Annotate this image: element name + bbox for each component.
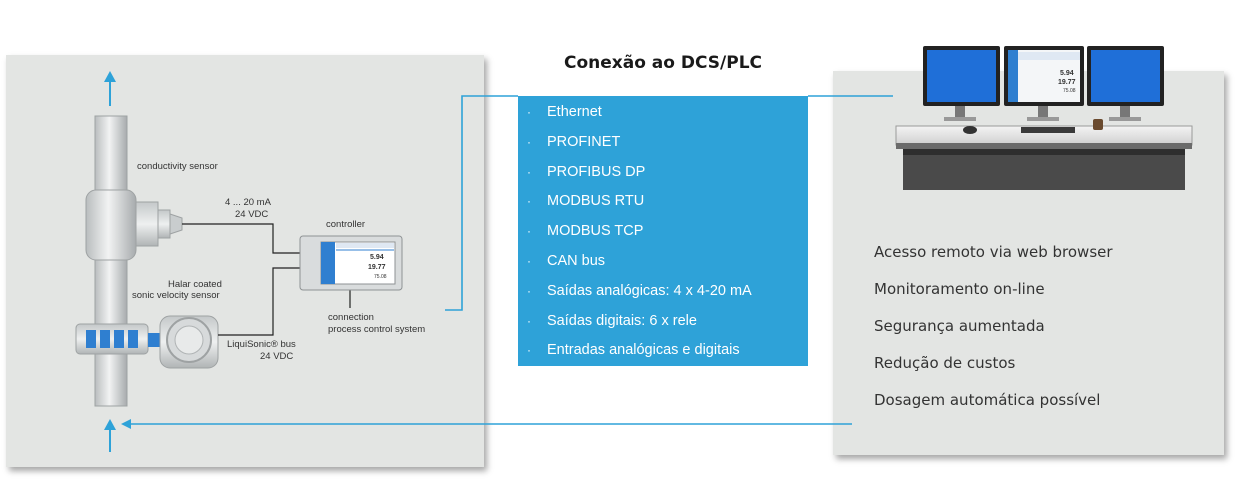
protocol-label: Ethernet <box>547 104 602 120</box>
controller-reading-2: 19.77 <box>368 264 386 271</box>
liquisonic-bus-label: LiquiSonic® bus <box>227 339 296 350</box>
benefit-item: Acesso remoto via web browser <box>874 243 1113 261</box>
protocol-box: · Ethernet · PROFINET · PROFIBUS DP · MODBUS RT… <box>518 96 808 366</box>
protocol-item: · Ethernet <box>518 101 808 123</box>
protocol-label: CAN bus <box>547 253 606 269</box>
bullet-icon: · <box>527 254 531 268</box>
monitor-reading-1: 5.94 <box>1060 70 1074 77</box>
protocol-item: · Saídas analógicas: 4 x 4-20 mA <box>518 280 808 302</box>
arrow-up-icon <box>104 419 116 452</box>
benefit-item: Dosagem automática possível <box>874 391 1101 409</box>
protocol-item: · Entradas analógicas e digitais <box>518 339 808 361</box>
bullet-icon: · <box>527 343 531 358</box>
bullet-icon: · <box>527 105 531 119</box>
controller-device-icon <box>299 235 403 291</box>
protocol-item: · PROFIBUS DP <box>518 161 808 183</box>
controller-label: controller <box>326 219 366 230</box>
arrow-left-icon <box>121 419 852 429</box>
protocol-item: · Saídas digitais: 6 x rele <box>518 310 808 332</box>
connection-label-line2: process control system <box>328 324 426 335</box>
protocol-item: · MODBUS RTU <box>518 190 808 212</box>
benefit-item: Redução de custos <box>874 354 1016 372</box>
protocol-label: Saídas digitais: 6 x rele <box>547 312 697 329</box>
protocol-item: · MODBUS TCP <box>518 220 808 242</box>
protocol-label: Entradas analógicas e digitais <box>547 342 740 359</box>
bullet-icon: · <box>527 164 531 179</box>
monitor-reading-3: 75.08 <box>1063 88 1076 94</box>
bullet-icon: · <box>527 283 531 298</box>
process-diagram-panel <box>6 55 484 467</box>
controller-reading-3: 75.08 <box>374 274 387 280</box>
bullet-icon: · <box>527 194 531 209</box>
protocol-item: · PROFINET <box>518 131 808 153</box>
pipe-icon <box>94 115 128 407</box>
arrow-up-icon <box>104 71 116 106</box>
protocol-label: Saídas analógicas: 4 x 4-20 mA <box>547 282 752 299</box>
conductivity-sensor-icon <box>85 189 183 261</box>
bullet-icon: · <box>527 134 531 149</box>
sonic-velocity-sensor-icon <box>75 315 219 369</box>
protocol-label: PROFIBUS DP <box>547 163 646 180</box>
bullet-icon: · <box>527 313 531 328</box>
protocol-item: · CAN bus <box>518 250 808 272</box>
current-range-label: 4 ... 20 mA <box>225 197 271 208</box>
benefit-item: Segurança aumentada <box>874 317 1045 335</box>
supply-bottom-label: 24 VDC <box>260 351 294 362</box>
halar-label-line1: Halar coated <box>168 279 222 290</box>
control-workstation-icon <box>895 46 1193 190</box>
monitor-reading-2: 19.77 <box>1058 79 1076 86</box>
connection-label-line1: connection <box>328 312 374 323</box>
dcs-plc-title: Conexão ao DCS/PLC <box>563 53 762 73</box>
bullet-icon: · <box>527 224 531 239</box>
controller-reading-1: 5.94 <box>370 254 384 261</box>
protocol-label: PROFINET <box>547 133 621 150</box>
supply-top-label: 24 VDC <box>235 209 269 220</box>
protocol-label: MODBUS TCP <box>547 223 644 240</box>
benefit-item: Monitoramento on-line <box>874 280 1045 298</box>
protocol-label: MODBUS RTU <box>547 193 645 210</box>
halar-label-line2: sonic velocity sensor <box>132 290 220 301</box>
conductivity-sensor-label: conductivity sensor <box>137 161 218 172</box>
